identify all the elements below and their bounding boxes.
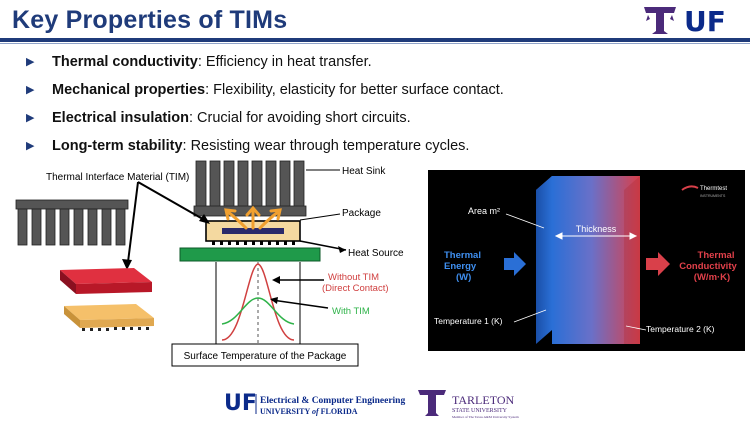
area-label: Area m² (468, 206, 500, 216)
heat-flow-arrows-icon (224, 205, 282, 230)
tarleton-t-icon (418, 390, 446, 416)
header-logo: UF (644, 5, 726, 37)
surface-temp-box (171, 343, 359, 367)
chip-yellow (64, 304, 154, 331)
footer-tarleton-logo: TARLETON STATE UNIVERSITY Member of The … (418, 390, 519, 419)
thermtest-logo: Thermtest INSTRUMENTS (681, 185, 727, 198)
thermtest-brand: Thermtest (700, 186, 727, 192)
heat-sink-main (193, 160, 307, 217)
temperature-1-label: Temperature 1 (K) (434, 316, 503, 326)
thermal-conductivity-unit: (W/m·K) (694, 272, 730, 283)
surface-temp-label: Surface Temperature of the Package (184, 351, 347, 362)
without-tim-label: Without TIM (328, 272, 379, 283)
with-tim-curve (221, 297, 295, 325)
thermal-energy-label: Thermal (444, 250, 481, 261)
block-front-face (552, 176, 640, 344)
package-pins (212, 241, 295, 245)
slide-title: Key Properties of TIMs (12, 6, 288, 34)
heat-sink-small (15, 199, 129, 246)
heat-sink-label: Heat Sink (342, 166, 386, 177)
title-rule-thin (0, 43, 750, 44)
without-tim-curve (221, 263, 295, 341)
footer-ece-line2: UNIVERSITY of FLORIDA (260, 407, 358, 416)
block-side-face (536, 176, 552, 344)
thermal-conductivity-label: Thermal (698, 250, 735, 261)
with-tim-label: With TIM (332, 306, 370, 317)
bullet-list: ▶ Thermal conductivity: Efficiency in he… (26, 51, 726, 163)
bullet-arrow-icon: ▶ (26, 84, 35, 96)
footer-tarleton-line1: TARLETON (452, 393, 514, 407)
thermal-energy-unit: (W) (456, 272, 471, 283)
tim-pad-red (60, 268, 152, 294)
thermtest-sub: INSTRUMENTS (700, 194, 726, 198)
thermal-conductivity-arrow-icon (646, 252, 670, 276)
bullet-item: ▶ Long-term stability: Resisting wear th… (26, 135, 726, 163)
footer-ece-line1: Electrical & Computer Engineering (260, 396, 405, 406)
title-rule (0, 38, 750, 42)
thermal-conductivity-label-2: Conductivity (679, 261, 737, 272)
thermal-energy-arrow-icon (504, 252, 526, 276)
thermal-energy-label-2: Energy (444, 261, 477, 272)
footer-uf-logo: UF Electrical & Computer Engineering UNI… (224, 391, 405, 416)
bullet-item: ▶ Electrical insulation: Crucial for avo… (26, 107, 726, 135)
heat-source-label: Heat Source (348, 248, 404, 259)
svg-text:UF: UF (224, 391, 257, 416)
bullet-arrow-icon: ▶ (26, 112, 35, 124)
without-tim-sublabel: (Direct Contact) (322, 283, 389, 294)
header-uf-logo: UF (684, 5, 726, 37)
pcb-board (179, 247, 321, 262)
thickness-arrow-icon (554, 232, 638, 240)
footer-logos: UF Electrical & Computer Engineering UNI… (224, 390, 519, 419)
bullet-term: Thermal conductivity (52, 54, 198, 70)
bullet-arrow-icon: ▶ (26, 140, 35, 152)
temperature-2-label: Temperature 2 (K) (646, 324, 715, 334)
footer-tarleton-line2: STATE UNIVERSITY (452, 408, 508, 414)
bullet-text: : Flexibility, elasticity for better sur… (205, 82, 504, 98)
bullet-term: Long-term stability (52, 138, 183, 154)
tarleton-t-icon (644, 7, 676, 34)
bullet-text: : Crucial for avoiding short circuits. (189, 110, 411, 126)
package-die (222, 228, 284, 234)
bullet-term: Mechanical properties (52, 82, 206, 98)
package-label: Package (342, 208, 381, 219)
temperature-profile-plot: Without TIM (Direct Contact) With TIM (215, 262, 389, 344)
conductivity-diagram: Thickness Area m² Thermal Energy (W) The… (428, 170, 745, 351)
thickness-label: Thickness (576, 224, 617, 234)
tim-label: Thermal Interface Material (TIM) (46, 172, 189, 183)
bullet-arrow-icon: ▶ (26, 56, 35, 68)
bullet-term: Electrical insulation (52, 110, 189, 126)
bullet-item: ▶ Thermal conductivity: Efficiency in he… (26, 51, 726, 79)
bullet-item: ▶ Mechanical properties: Flexibility, el… (26, 79, 726, 107)
tim-diagram: Heat Sink Package Heat Source Thermal In… (15, 160, 404, 367)
footer-tarleton-line3: Member of The Texas A&M University Syste… (452, 415, 519, 419)
bullet-text: : Resisting wear through temperature cyc… (182, 138, 470, 154)
bullet-text: : Efficiency in heat transfer. (197, 54, 372, 70)
